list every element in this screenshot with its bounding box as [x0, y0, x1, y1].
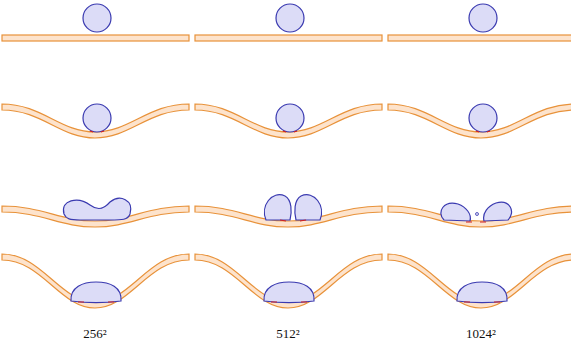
resolution-label: 1024²	[466, 326, 496, 342]
resolution-label: 256²	[83, 326, 106, 342]
resolution-label: 512²	[276, 326, 299, 342]
